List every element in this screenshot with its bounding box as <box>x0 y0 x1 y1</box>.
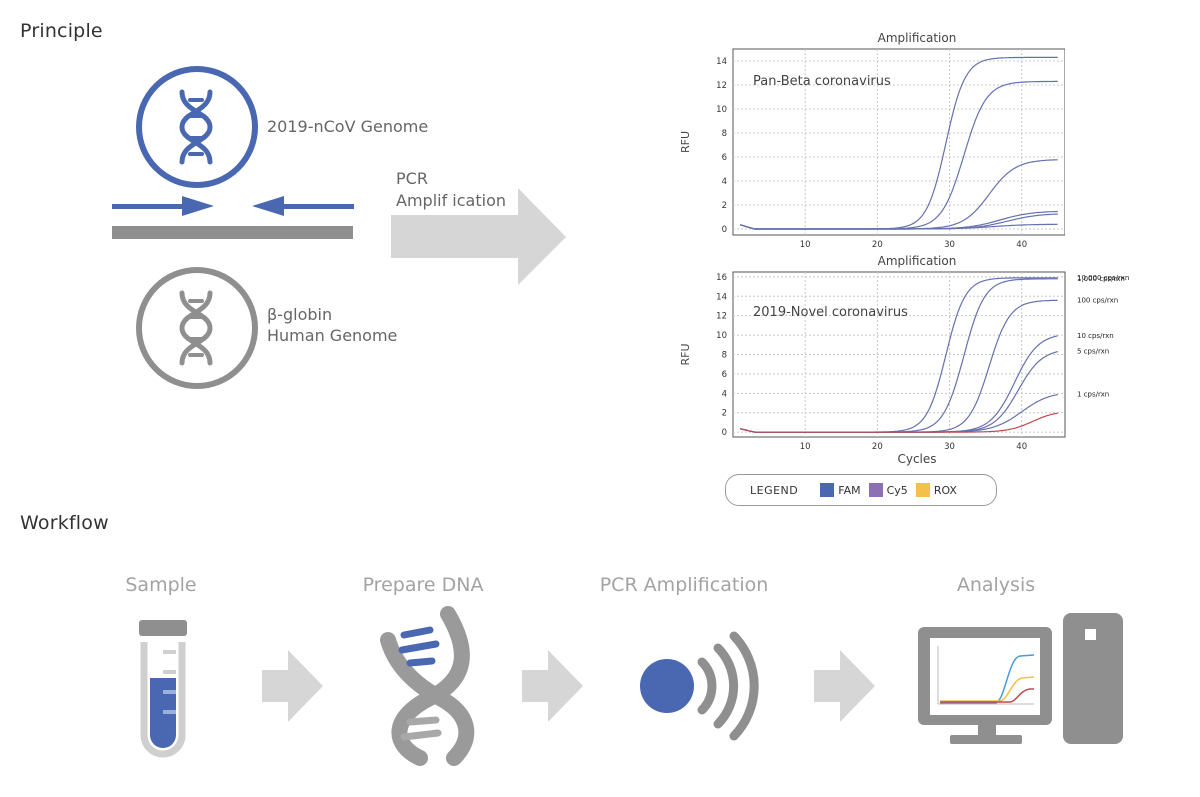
chart1-y-tick-label-2: 4 <box>722 389 727 399</box>
legend-title: LEGEND <box>750 483 799 497</box>
workflow-step-sample-label: Sample <box>125 574 197 596</box>
process-label-pcr: PCR <box>396 169 428 188</box>
chart1-x-tick-label-1: 20 <box>872 442 883 452</box>
chart1-x-tick-label-0: 10 <box>800 442 811 452</box>
workflow-arrow-1-icon <box>262 650 323 722</box>
chart0-y-tick-label-4: 8 <box>722 129 727 139</box>
chart0-y-tick-label-6: 12 <box>716 81 727 91</box>
test-tube-icon <box>139 620 187 758</box>
chart1-y-tick-label-6: 12 <box>716 312 727 322</box>
chart1-annotation: 2019-Novel coronavirus <box>753 305 908 320</box>
control-genome-label: Human Genome <box>267 326 398 345</box>
workflow-step-prepare-dna-label: Prepare DNA <box>362 574 484 596</box>
workflow-step-analysis-label: Analysis <box>956 574 1036 596</box>
principle-diagram <box>112 66 566 389</box>
chart0-plot-area <box>732 48 1065 236</box>
chart1-series-label-0: 10,000 cps/rxn <box>1077 274 1129 282</box>
chart1-series-label-2: 100 cps/rxn <box>1077 296 1118 304</box>
chart0-title: Amplification <box>878 31 957 45</box>
chart-legend: LEGEND FAM Cy5 ROX <box>725 474 997 506</box>
chart1-y-tick-label-1: 2 <box>722 409 727 419</box>
legend-item-cy5: Cy5 <box>868 483 908 497</box>
computer-analysis-icon <box>918 613 1123 744</box>
chart1-series-label-1: 1,000 cps/rxn <box>1077 275 1125 283</box>
target-genome-label: 2019-nCoV Genome <box>267 117 429 136</box>
dna-helix-icon <box>380 606 475 766</box>
workflow-arrow-2-icon <box>522 650 583 722</box>
legend-label-fam: FAM <box>838 483 861 497</box>
legend-swatch-cy5 <box>868 483 883 497</box>
forward-primer-arrow-icon <box>112 196 214 216</box>
chart1-series-label-3: 10 cps/rxn <box>1077 332 1114 340</box>
chart0-series-line-5 <box>740 223 1058 230</box>
chart1-y-tick-label-8: 16 <box>716 273 727 283</box>
chart1-xlabel: Cycles <box>897 452 936 466</box>
workflow-title: Workflow <box>20 512 109 534</box>
chart1-series-label-4: 5 cps/rxn <box>1077 348 1109 356</box>
workflow-step-pcr-label: PCR Amplification <box>599 574 769 596</box>
workflow-arrow-3-icon <box>814 650 875 722</box>
ncov-genome-icon <box>136 66 258 188</box>
human-genome-icon <box>136 267 258 389</box>
chart1-y-tick-label-3: 6 <box>722 370 727 380</box>
chart0-y-tick-label-3: 6 <box>722 153 727 163</box>
pan-beta-amplification-chart: 1020304002468101214AmplificationCyclesRF… <box>679 31 1065 247</box>
chart0-y-tick-label-0: 0 <box>722 225 727 235</box>
chart1-x-tick-label-2: 30 <box>944 442 955 452</box>
chart1-y-tick-label-4: 8 <box>722 351 727 361</box>
legend-swatch-rox <box>915 483 930 497</box>
chart1-y-tick-label-7: 14 <box>716 292 727 302</box>
chart1-y-tick-label-0: 0 <box>722 428 727 438</box>
chart0-x-tick-label-2: 30 <box>944 240 955 247</box>
pcr-process-arrow-icon <box>391 188 566 285</box>
chart1-ylabel: RFU <box>679 343 692 365</box>
chart1-title: Amplification <box>878 254 957 268</box>
chart1-series-label-5: 1 cps/rxn <box>1077 390 1109 398</box>
chart1-series-line-6 <box>740 412 1058 433</box>
legend-label-rox: ROX <box>933 483 957 497</box>
legend-item-rox: ROX <box>915 483 957 497</box>
chart0-y-tick-label-7: 14 <box>716 57 727 67</box>
chart0-ylabel: RFU <box>679 131 692 153</box>
chart0-y-tick-label-5: 10 <box>716 105 727 115</box>
reverse-primer-arrow-icon <box>252 196 354 216</box>
novel-cov-amplification-chart: 10 20 30 40 0 2 4 6 8 10 12 14 16 AmplificationCycles… <box>679 254 1129 466</box>
control-gene-label: β-globin <box>267 305 333 324</box>
legend-item-fam: FAM <box>820 483 861 497</box>
process-label-amplification: Amplif ication <box>396 191 506 210</box>
chart0-x-tick-label-1: 20 <box>872 240 883 247</box>
chart0-x-tick-label-0: 10 <box>800 240 811 247</box>
signal-wave-icon <box>640 631 759 741</box>
chart1-y-tick-label-5: 10 <box>716 331 727 341</box>
chart1-x-tick-label-3: 40 <box>1016 442 1027 452</box>
legend-label-cy5: Cy5 <box>886 483 908 497</box>
chart0-annotation: Pan-Beta coronavirus <box>753 74 891 89</box>
dna-template-bar <box>112 226 353 239</box>
principle-title: Principle <box>20 20 103 42</box>
chart0-x-tick-label-3: 40 <box>1016 240 1027 247</box>
workflow-diagram <box>139 606 1123 766</box>
legend-swatch-fam <box>820 483 835 497</box>
chart0-y-tick-label-1: 2 <box>722 201 727 211</box>
chart0-y-tick-label-2: 4 <box>722 177 727 187</box>
